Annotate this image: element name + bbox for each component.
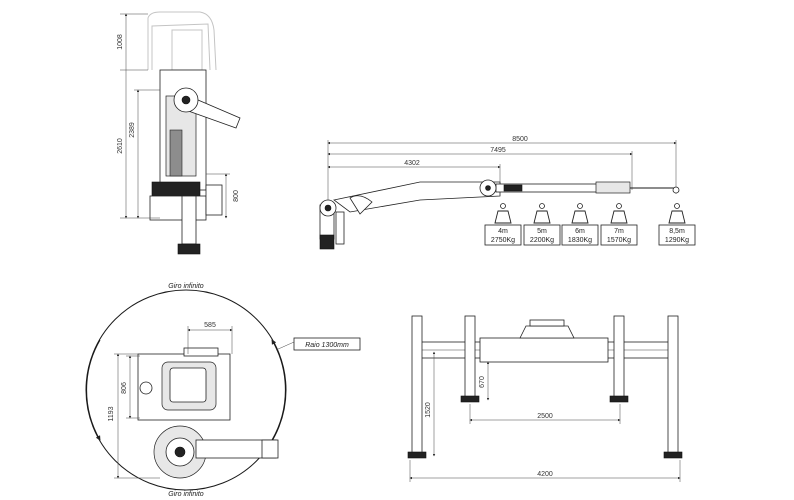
load-reach: 8,5m [669, 228, 685, 235]
load-weight: 2200Kg [530, 237, 554, 244]
main-boom [333, 181, 501, 213]
inner-leg-left [464, 315, 476, 399]
load-tag: 6m 1830Kg [561, 203, 599, 246]
load-weight: 1830Kg [568, 237, 592, 244]
dim-2500: 2500 [537, 413, 553, 420]
dim-2389: 2389 [129, 122, 136, 138]
radius-label: Raio 1300mm [305, 342, 349, 349]
turret-top [519, 325, 575, 339]
load-tag: 8,5m 1290Kg [658, 203, 696, 246]
outer-leg-right [667, 315, 679, 455]
outer-leg-left [411, 315, 423, 455]
load-tag: 7m 1570Kg [600, 203, 638, 246]
slewing-gear [169, 129, 183, 177]
load-weight: 1570Kg [607, 237, 631, 244]
dim-1193: 1193 [108, 406, 115, 421]
inner-leg-right [613, 315, 625, 399]
load-weight: 2750Kg [491, 237, 515, 244]
dim-806: 806 [121, 382, 128, 394]
dim-8500: 8500 [512, 136, 528, 143]
dim-1008: 1008 [117, 34, 124, 50]
load-tag: 4m 2750Kg [484, 203, 522, 246]
crane-base [151, 181, 201, 197]
boom-view: 8500 7495 4302 4m 2750Kg 5m 2200Kg 6m 1830Kg 7… [319, 136, 696, 250]
dim-670: 670 [479, 376, 486, 388]
rotation-label-top: Giro infinito [168, 283, 204, 290]
rotation-label-bottom: Giro infinito [168, 491, 204, 498]
load-reach: 5m [537, 228, 547, 235]
dim-1520: 1520 [425, 402, 432, 418]
load-tags: 4m 2750Kg 5m 2200Kg 6m 1830Kg 7m 1570Kg 8,5m 1290… [484, 203, 696, 246]
radius-callout [293, 337, 361, 351]
dim-4302: 4302 [404, 160, 420, 167]
rotation-circle [85, 289, 287, 491]
side-view: 1008 2610 2389 800 [117, 11, 241, 255]
load-reach: 7m [614, 228, 624, 235]
load-reach: 4m [498, 228, 508, 235]
stabilizer-leg [181, 195, 197, 245]
load-tag: 5m 2200Kg [523, 203, 561, 246]
truck-cab-outline [147, 11, 217, 71]
dim-585: 585 [204, 322, 216, 329]
load-reach: 6m [575, 228, 585, 235]
dim-4200: 4200 [537, 471, 553, 478]
load-weight: 1290Kg [665, 237, 689, 244]
dim-2610: 2610 [117, 138, 124, 154]
top-view: Giro infinito Giro infinito Raio 1300mm … [85, 283, 361, 498]
dim-800: 800 [233, 190, 240, 202]
dim-7495: 7495 [490, 147, 506, 154]
front-view: 670 1520 2500 4200 [407, 315, 683, 482]
